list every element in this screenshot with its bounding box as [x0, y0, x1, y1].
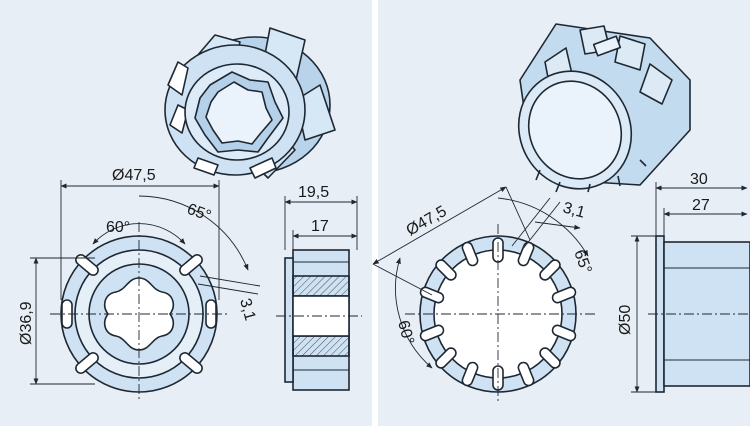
panel-divider [372, 0, 378, 426]
left-outer-diameter-label: Ø47,5 [112, 167, 156, 184]
left-isometric-adapter [164, 27, 336, 179]
left-inner-diameter-label: Ø36,9 [18, 301, 35, 345]
left-angle-60-label: 60° [106, 219, 130, 236]
left-total-length-label: 19,5 [298, 184, 329, 201]
right-side-view [648, 235, 750, 393]
left-dimension-lines [30, 180, 358, 385]
left-body-length-label: 17 [311, 218, 329, 235]
right-angle-60-label: 60° [394, 319, 417, 347]
right-dimension-lines [372, 182, 748, 393]
left-side-section [276, 249, 362, 391]
left-slot-width-label: 3,1 [236, 297, 258, 323]
right-total-length-label: 30 [690, 171, 708, 188]
right-slot-width-label: 3,1 [561, 199, 587, 221]
right-isometric-adapter [517, 23, 691, 193]
right-front-view [405, 224, 595, 404]
left-front-view [50, 222, 228, 400]
right-tube-diameter-label: Ø50 [617, 305, 634, 335]
right-body-length-label: 27 [692, 197, 710, 214]
